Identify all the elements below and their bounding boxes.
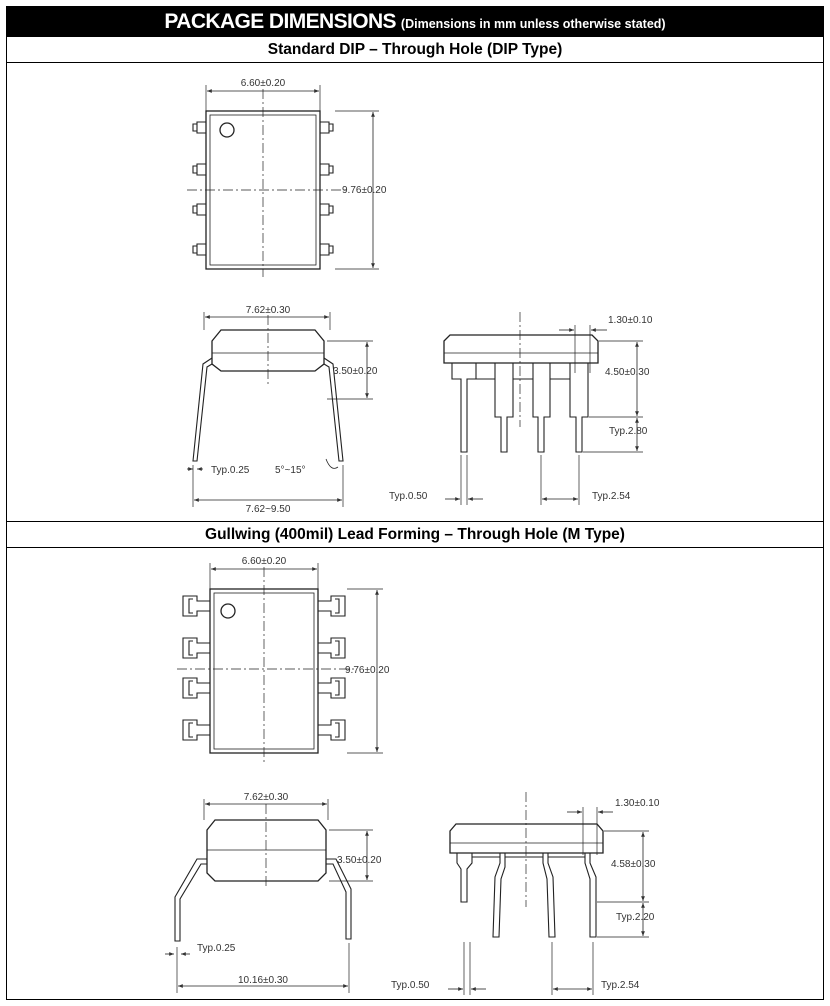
m-side-body-width-label: 7.62±0.30: [244, 792, 289, 803]
m-top-view: [177, 563, 383, 762]
section-title-m-type: Gullwing (400mil) Lead Forming – Through…: [7, 522, 823, 548]
dip-side-view: [187, 312, 373, 507]
header-title: PACKAGE DIMENSIONS: [164, 10, 396, 33]
m-end-lead-length-label: Typ.2.20: [616, 912, 655, 923]
left-pins: [192, 121, 206, 256]
m-end-lead-width-label: Typ.0.50: [391, 980, 430, 991]
m-side-body-height-label: 3.50±0.20: [337, 855, 382, 866]
dip-end-seated-height-label: 4.50±0.30: [605, 367, 650, 378]
dip-top-width-label: 6.60±0.20: [241, 78, 286, 89]
dip-side-lead-span-label: 7.62~9.50: [246, 504, 291, 515]
dip-end-lead-width-label: Typ.0.50: [389, 491, 428, 502]
dip-top-view: [187, 85, 379, 277]
dip-side-lead-thickness-label: Typ.0.25: [211, 465, 250, 476]
side-body-outline: [206, 819, 327, 882]
header-bar: PACKAGE DIMENSIONS (Dimensions in mm unl…: [7, 7, 823, 37]
header-note: (Dimensions in mm unless otherwise state…: [400, 16, 666, 31]
dimension-drawings: 6.60±0.20 9.76±0.20 7.62±0.30: [165, 78, 660, 995]
right-gullwing-pins: [318, 595, 346, 741]
dip-side-lead-angle-label: 5°~15°: [275, 465, 306, 476]
m-side-lead-span-label: 10.16±0.30: [238, 975, 288, 986]
m-end-shoulder-label: 1.30±0.10: [615, 798, 660, 809]
dip-end-pitch-label: Typ.2.54: [592, 491, 631, 502]
right-pins: [320, 121, 334, 256]
pin1-marker-icon: [220, 603, 236, 619]
left-gullwing-pins: [182, 595, 210, 741]
end-body-outline: [443, 334, 599, 364]
package-dimensions-sheet: PACKAGE DIMENSIONS (Dimensions in mm unl…: [6, 6, 824, 1000]
end-body-outline: [449, 823, 604, 854]
m-side-lead-thickness-label: Typ.0.25: [197, 943, 236, 954]
section-title-dip: Standard DIP – Through Hole (DIP Type): [7, 37, 823, 63]
m-top-width-label: 6.60±0.20: [242, 556, 287, 567]
dip-end-view: [443, 312, 643, 505]
m-end-seated-height-label: 4.58±0.30: [611, 859, 656, 870]
m-end-view: [448, 792, 649, 995]
pin1-marker-icon: [219, 122, 235, 138]
m-top-length-label: 9.76±0.20: [345, 665, 390, 676]
dip-side-body-width-label: 7.62±0.30: [246, 305, 291, 316]
dip-top-length-label: 9.76±0.20: [342, 185, 387, 196]
dip-end-shoulder-label: 1.30±0.10: [608, 315, 653, 326]
dip-end-lead-length-label: Typ.2.80: [609, 426, 648, 437]
m-side-view: [165, 799, 373, 993]
section-divider: [7, 521, 823, 522]
dip-side-body-height-label: 3.50±0.20: [333, 366, 378, 377]
m-end-pitch-label: Typ.2.54: [601, 980, 640, 991]
